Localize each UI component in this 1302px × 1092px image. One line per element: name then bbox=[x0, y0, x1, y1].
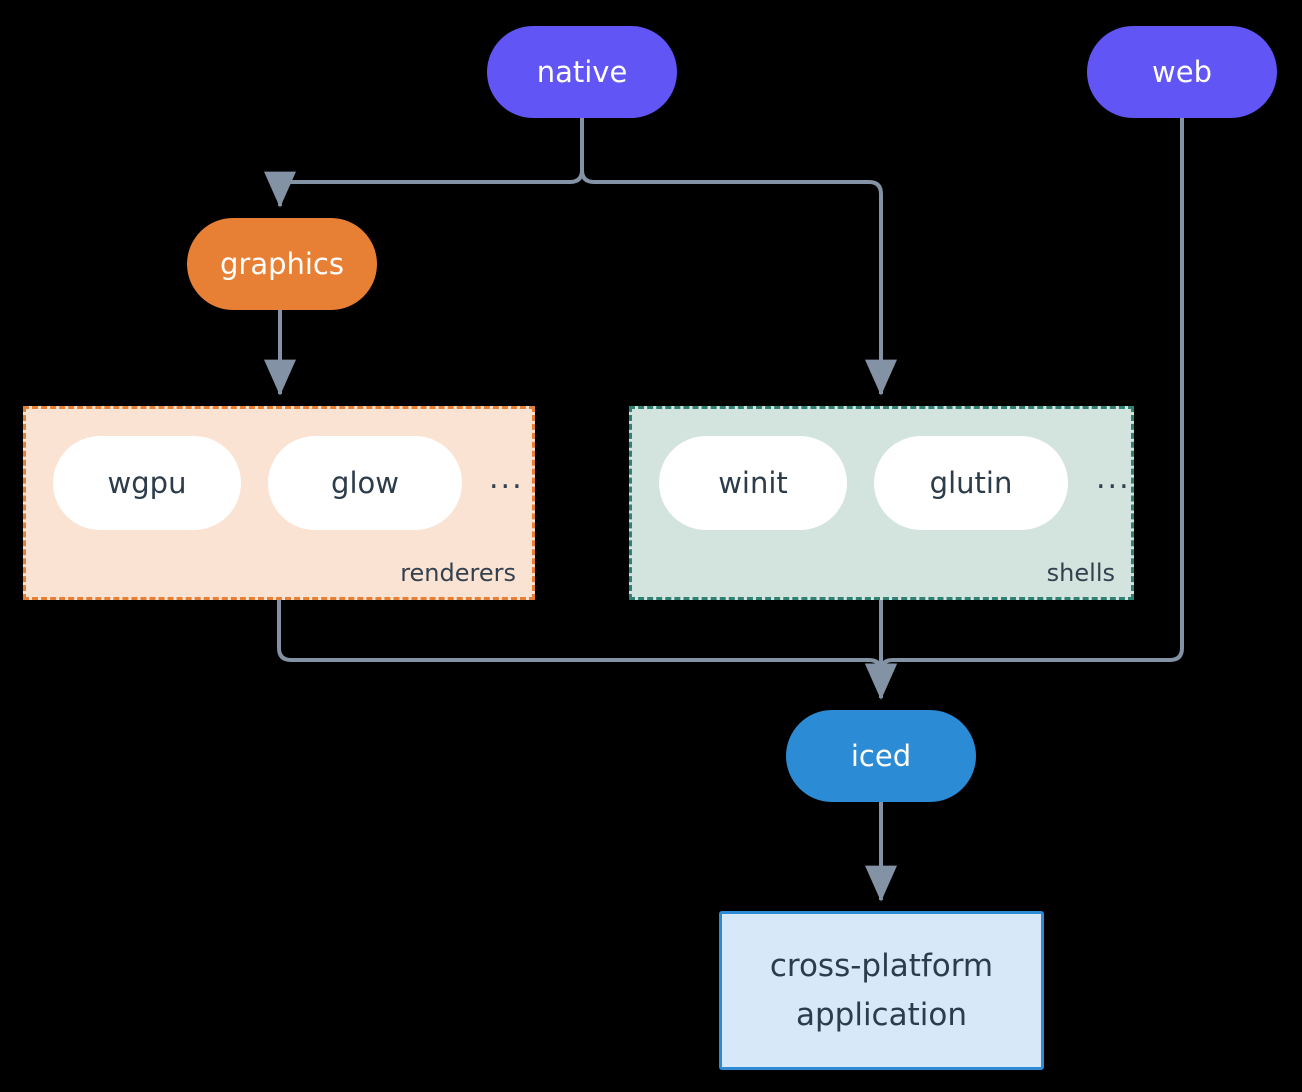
node-winit[interactable]: winit bbox=[659, 436, 847, 530]
group-shells: winit glutin ... shells bbox=[629, 406, 1134, 600]
node-iced[interactable]: iced bbox=[786, 710, 976, 802]
node-glow[interactable]: glow bbox=[268, 436, 462, 530]
node-wgpu[interactable]: wgpu bbox=[53, 436, 241, 530]
node-native-label: native bbox=[536, 54, 628, 89]
edge-native-to-graphics bbox=[264, 118, 584, 208]
node-iced-label: iced bbox=[850, 738, 912, 773]
group-renderers-label: renderers bbox=[400, 559, 516, 587]
edge-renderers-to-iced bbox=[277, 600, 897, 700]
node-native[interactable]: native bbox=[487, 26, 677, 118]
node-glutin[interactable]: glutin bbox=[874, 436, 1068, 530]
node-application-line2: application bbox=[795, 996, 967, 1033]
node-web[interactable]: web bbox=[1087, 26, 1277, 118]
node-cross-platform-application[interactable]: cross-platform application bbox=[719, 911, 1044, 1070]
node-wgpu-label: wgpu bbox=[107, 466, 187, 500]
node-glutin-label: glutin bbox=[929, 466, 1013, 500]
group-renderers: wgpu glow ... renderers bbox=[23, 406, 535, 600]
node-graphics-label: graphics bbox=[219, 246, 344, 281]
node-graphics[interactable]: graphics bbox=[187, 218, 377, 310]
node-web-label: web bbox=[1152, 54, 1212, 89]
renderers-overflow-ellipsis: ... bbox=[489, 461, 524, 496]
node-application-line1: cross-platform bbox=[769, 948, 994, 985]
shells-overflow-ellipsis: ... bbox=[1096, 461, 1131, 496]
node-winit-label: winit bbox=[718, 466, 788, 500]
edge-native-to-shells bbox=[580, 118, 897, 396]
node-glow-label: glow bbox=[331, 466, 399, 500]
group-shells-label: shells bbox=[1046, 559, 1115, 587]
